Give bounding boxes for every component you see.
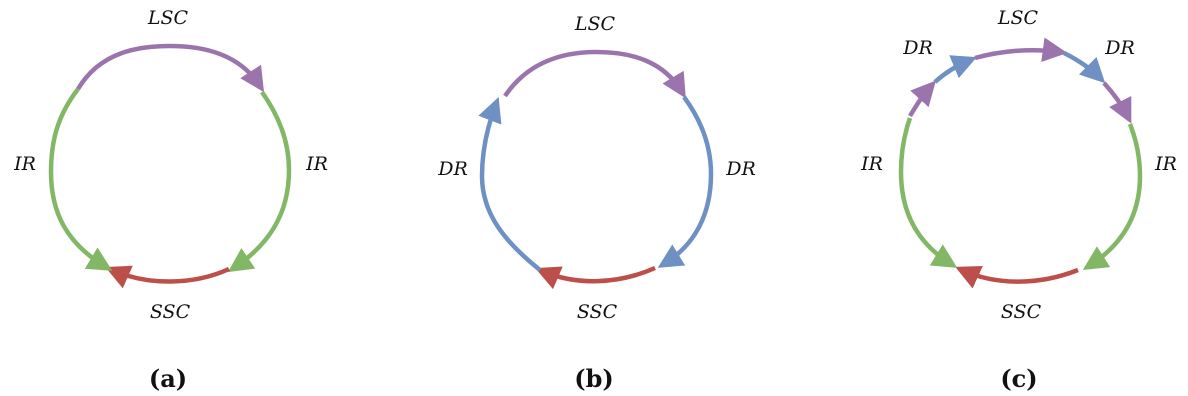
diagram-b-dr-left-arc xyxy=(478,97,542,272)
diagram-c-caption: (c) xyxy=(1000,364,1037,393)
diagram-c-label-left: IR xyxy=(860,153,883,175)
diagram-a-ir-right-arc xyxy=(227,90,292,273)
diagram-a-label-left: IR xyxy=(13,153,36,175)
diagram-c-label-top: LSC xyxy=(997,7,1039,29)
diagram-a-label-bottom: SSC xyxy=(150,301,191,323)
diagram-c-ir-right-arc xyxy=(1082,123,1143,270)
diagram-b-caption: (b) xyxy=(574,364,614,393)
diagram-a-ssc-arc xyxy=(105,265,230,289)
diagram-a-label-right: IR xyxy=(305,153,328,175)
diagram-a-caption: (a) xyxy=(149,364,187,393)
diagram-a: LSC IR IR SSC (a) xyxy=(13,7,328,393)
diagram-b-label-bottom: SSC xyxy=(577,301,618,323)
diagram-c-label-top-right: DR xyxy=(1104,37,1135,59)
diagram-c-lsc-arc-upper-left xyxy=(908,80,936,118)
diagram-b-dr-right-arc xyxy=(657,95,714,268)
diagram-b-label-left: DR xyxy=(437,158,468,180)
diagram-b: LSC DR DR SSC (b) xyxy=(437,13,756,393)
diagram-b-lsc-arc xyxy=(503,49,686,99)
diagram-c-label-bottom: SSC xyxy=(1001,301,1042,323)
diagram-b-label-top: LSC xyxy=(574,13,616,35)
diagram-c-label-right: IR xyxy=(1154,153,1177,175)
diagram-b-label-right: DR xyxy=(725,158,756,180)
diagram-c-ir-left-arc xyxy=(898,117,958,268)
diagram-c-label-top-left: DR xyxy=(902,37,933,59)
diagram-c-lsc-arc-upper-right xyxy=(1102,81,1132,124)
diagram-c-ssc-arc xyxy=(955,265,1079,289)
diagram-c-dr-arc-right xyxy=(1062,50,1106,84)
diagram-c-lsc-arc-top xyxy=(974,37,1068,62)
diagram-a-lsc-arc xyxy=(76,43,265,93)
diagram-a-ir-left-arc xyxy=(48,87,113,271)
diagram-b-ssc-arc xyxy=(535,265,656,290)
diagram-a-label-top: LSC xyxy=(147,7,189,29)
diagram-c-dr-arc-left xyxy=(933,55,977,84)
diagram-c: LSC DR DR IR IR SSC (c) xyxy=(860,7,1177,393)
